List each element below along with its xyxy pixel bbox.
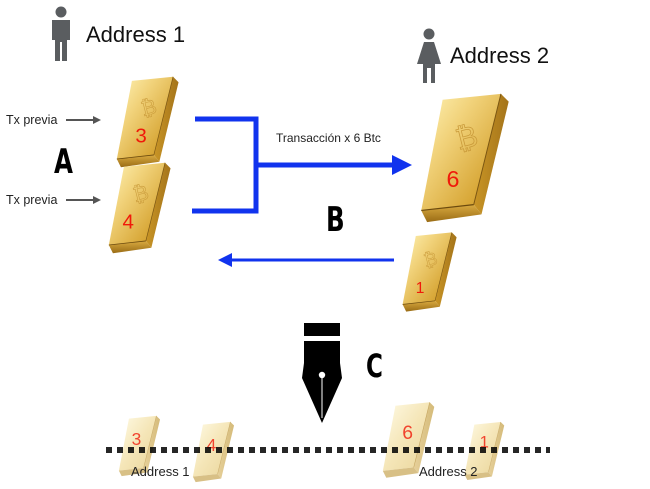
input2-gold-bar: 4 bbox=[104, 160, 174, 256]
ledger-bar-1: 1 bbox=[462, 420, 506, 482]
female-person-icon bbox=[417, 28, 441, 83]
input1-tx-previa-label: Tx previa bbox=[6, 113, 58, 127]
ledger-value-6: 6 bbox=[402, 422, 413, 444]
output2-value: 1 bbox=[416, 280, 425, 297]
input1-value: 3 bbox=[135, 125, 146, 148]
output1-value: 6 bbox=[447, 166, 460, 192]
transaction-label: Transacción x 6 Btc bbox=[276, 131, 381, 145]
ledger-value-4: 4 bbox=[207, 435, 217, 455]
change-arrow bbox=[218, 253, 394, 267]
input2-arrow bbox=[66, 196, 101, 204]
address1-title: Address 1 bbox=[86, 22, 186, 47]
blockchain-dotted-line bbox=[106, 447, 550, 453]
output2-gold-bar: 1 bbox=[396, 230, 462, 314]
input2-value: 4 bbox=[123, 211, 134, 234]
address2-title: Address 2 bbox=[450, 43, 550, 68]
ledger-address1-label: Address 1 bbox=[131, 464, 190, 479]
address2-header: Address 2 bbox=[416, 28, 576, 84]
input1-arrow bbox=[66, 116, 101, 124]
ledger-bar-3: 3 bbox=[116, 414, 162, 478]
ledger-value-3: 3 bbox=[132, 429, 142, 449]
male-person-icon bbox=[52, 6, 70, 61]
transaction-bracket bbox=[192, 116, 412, 214]
input2-tx-previa-label: Tx previa bbox=[6, 193, 58, 207]
ledger-value-1: 1 bbox=[480, 432, 489, 451]
output1-gold-bar: 6 bbox=[414, 90, 514, 226]
step-a-label: A bbox=[54, 142, 73, 182]
address1-header: Address 1 bbox=[50, 6, 210, 62]
fountain-pen-icon bbox=[302, 323, 342, 423]
step-b-label: B bbox=[326, 200, 345, 240]
ledger-address2-label: Address 2 bbox=[419, 464, 478, 479]
ledger-bar-4: 4 bbox=[190, 420, 236, 484]
ledger-bar-6: 6 bbox=[378, 400, 438, 480]
step-c-label: C bbox=[366, 347, 383, 385]
input1-gold-bar: 3 bbox=[112, 74, 182, 170]
